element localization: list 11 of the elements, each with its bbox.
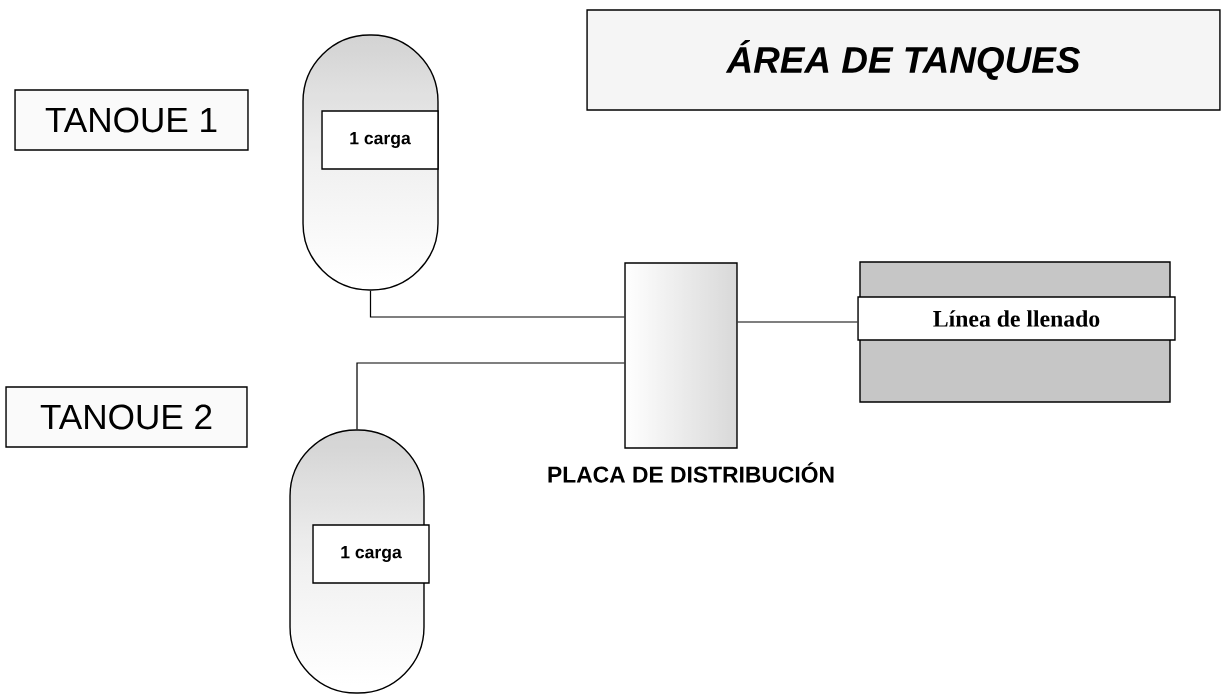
caption-text: PLACA DE DISTRIBUCIÓN xyxy=(548,462,834,483)
charge-box: 1 carga xyxy=(312,524,430,584)
tank-label-box: TANOUE 2 xyxy=(5,386,248,448)
charge-box: 1 carga xyxy=(321,110,439,170)
pipe-line xyxy=(737,321,858,323)
distribution-plate xyxy=(624,262,738,449)
pipe-line xyxy=(369,290,625,318)
tank-label-box: TANOUE 1 xyxy=(14,89,249,151)
pipe-line xyxy=(356,362,625,430)
title-box: ÁREA DE TANQUES xyxy=(586,9,1221,111)
filling-line-box: Línea de llenado xyxy=(857,261,1176,403)
